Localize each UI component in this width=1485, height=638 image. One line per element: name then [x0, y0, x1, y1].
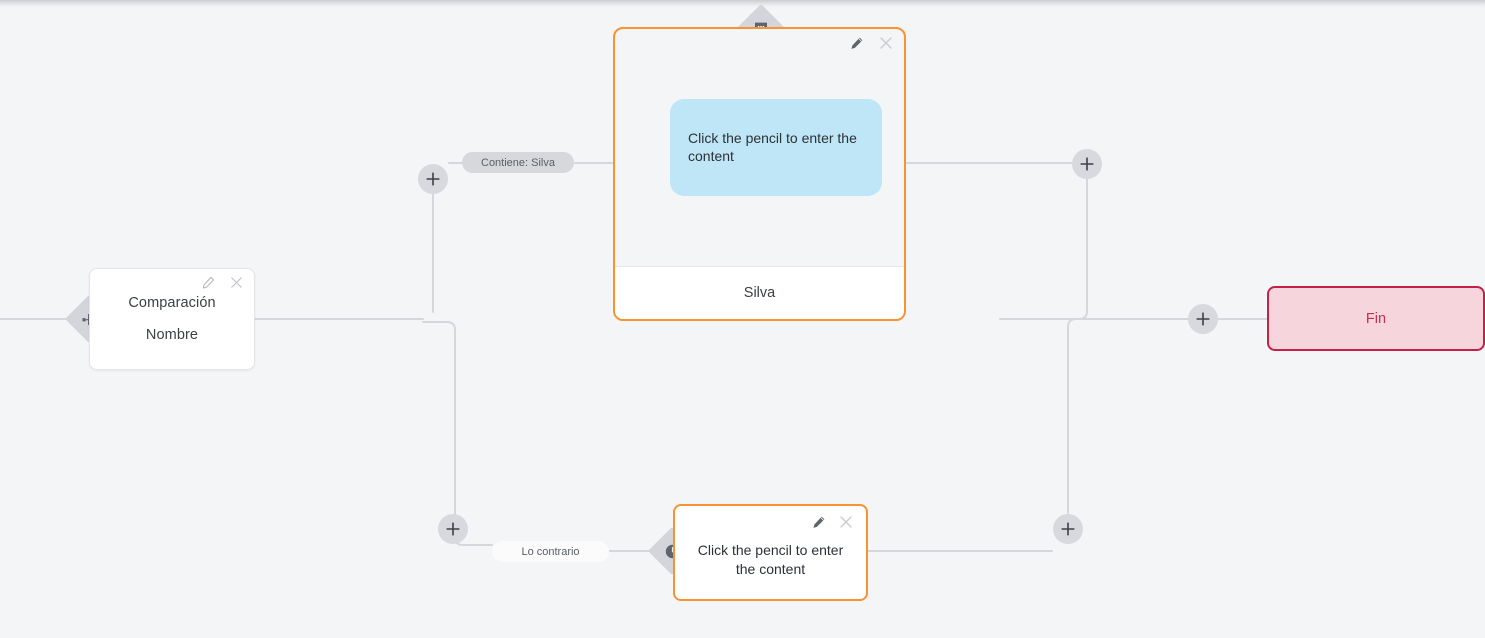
edge-label-condition-true[interactable]: Contiene: Silva [462, 152, 574, 173]
message-bubble[interactable]: Click the pencil to enter the content [670, 99, 882, 196]
edge-label-condition-false[interactable]: Lo contrario [492, 541, 609, 562]
add-node-before-end[interactable] [1188, 304, 1218, 334]
message-node-footer: Silva [615, 266, 904, 319]
comparison-node[interactable]: Comparación Nombre [89, 268, 255, 370]
comparison-node-title: Comparación [128, 295, 216, 311]
pencil-icon[interactable] [201, 276, 215, 290]
message-node-body: Click the pencil to enter the content [615, 29, 904, 266]
add-node-true-branch[interactable] [418, 164, 448, 194]
edge-false-vertical [422, 321, 456, 522]
pencil-icon[interactable] [849, 36, 864, 51]
comparison-node-tools [201, 275, 244, 290]
end-node[interactable]: Fin [1267, 286, 1485, 351]
plus-icon [426, 172, 440, 186]
close-icon[interactable] [838, 514, 854, 530]
edge-message-down [999, 178, 1088, 320]
add-node-false-branch[interactable] [438, 514, 468, 544]
edge-wait-up [1067, 318, 1189, 514]
wait-node-tools [811, 514, 854, 530]
plus-icon [1196, 312, 1210, 326]
pencil-icon[interactable] [811, 515, 826, 530]
wait-node[interactable]: Click the pencil to enter the content [673, 504, 868, 601]
add-node-after-message[interactable] [1072, 149, 1102, 179]
comparison-node-subtitle: Nombre [145, 327, 199, 343]
add-node-after-wait[interactable] [1053, 514, 1083, 544]
wait-node-text: Click the pencil to enter the content [697, 542, 844, 577]
plus-icon [446, 522, 460, 536]
message-node[interactable]: Click the pencil to enter the content Si… [613, 27, 906, 321]
close-icon[interactable] [229, 275, 244, 290]
message-node-tools [849, 35, 894, 51]
close-icon[interactable] [878, 35, 894, 51]
plus-icon [1061, 522, 1075, 536]
plus-icon [1080, 157, 1094, 171]
